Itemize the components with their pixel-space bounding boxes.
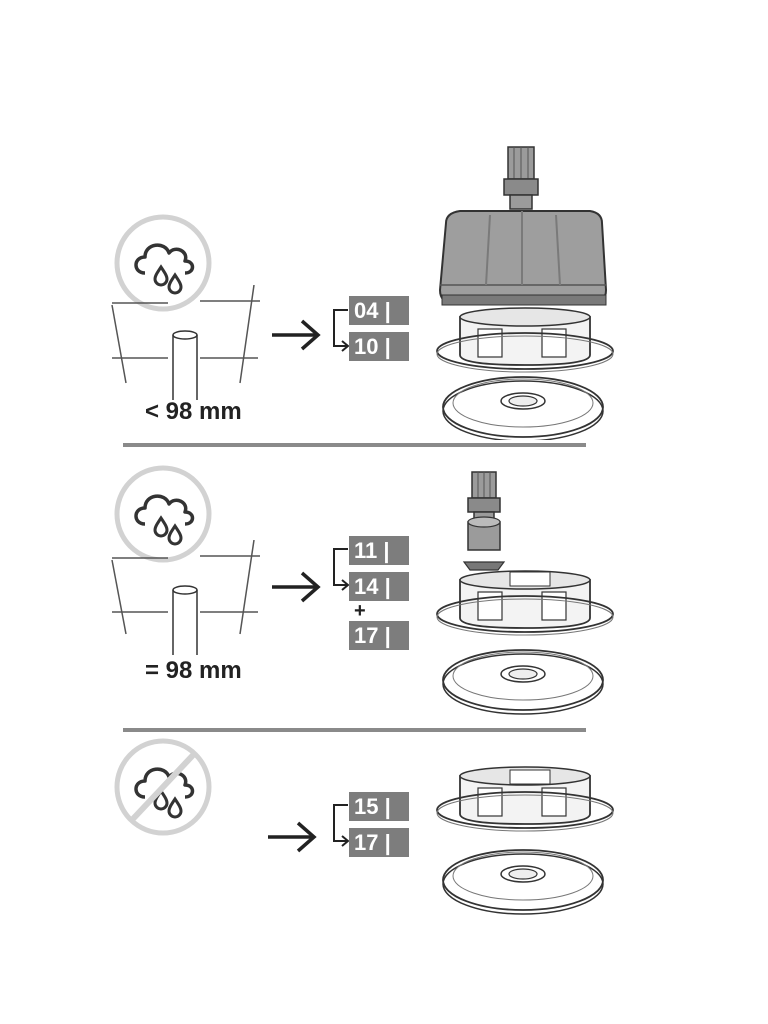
arrow-right-icon <box>272 571 321 603</box>
cloud-rain-icon <box>114 214 212 312</box>
device-base-illustration <box>436 766 614 915</box>
step-badge: 15 | <box>349 792 409 821</box>
pipe-in-wall-icon <box>111 540 260 655</box>
section-divider <box>123 728 586 732</box>
device-base-gland-illustration <box>436 471 614 715</box>
step-bracket-icon <box>333 804 350 847</box>
arrow-right-icon <box>272 319 321 351</box>
device-housing-illustration <box>436 146 614 440</box>
step-badge: 17 | <box>349 621 409 650</box>
cloud-rain-icon <box>114 465 212 563</box>
section-divider <box>123 443 586 447</box>
step-joiner: + <box>354 600 366 622</box>
step-bracket-icon <box>333 309 350 352</box>
step-badge: 10 | <box>349 332 409 361</box>
step-badge: 17 | <box>349 828 409 857</box>
pipe-in-wall-icon <box>111 285 260 400</box>
arrow-right-icon <box>268 821 317 853</box>
cloud-rain-crossed-icon <box>114 738 212 836</box>
step-badge: 04 | <box>349 296 409 325</box>
step-bracket-icon <box>333 548 350 591</box>
diameter-condition-label: < 98 mm <box>145 398 242 425</box>
diameter-condition-label: = 98 mm <box>145 657 242 684</box>
step-badge: 14 | <box>349 572 409 601</box>
step-badge: 11 | <box>349 536 409 565</box>
